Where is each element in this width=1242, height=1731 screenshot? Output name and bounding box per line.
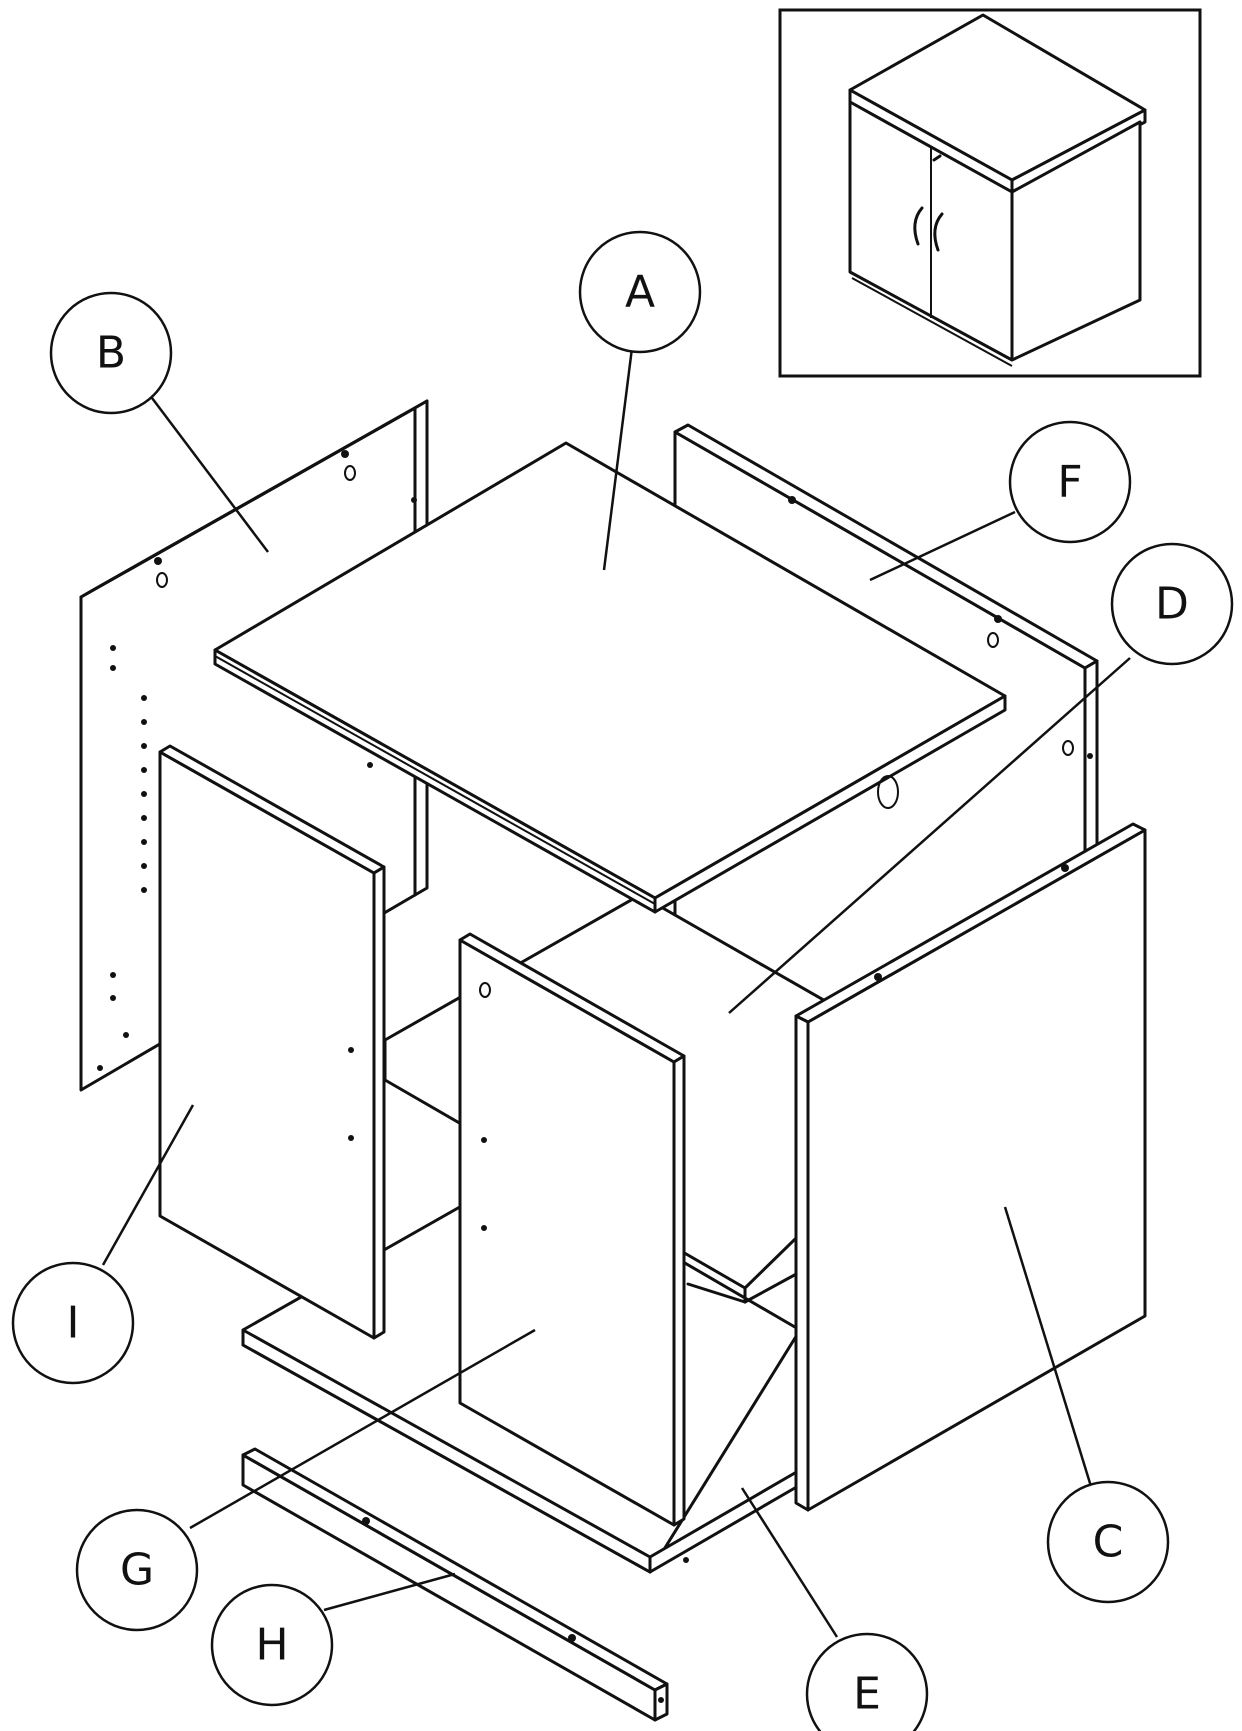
callout-g-label: G	[120, 1545, 154, 1596]
panel-c-right-side	[794, 822, 1147, 1512]
callout-i: I	[11, 1261, 135, 1385]
callout-e: E	[805, 1632, 929, 1731]
callout-b-label: B	[96, 328, 126, 379]
callout-h-label: H	[255, 1620, 288, 1671]
callout-f-label: F	[1057, 457, 1082, 508]
leader-lines	[101, 347, 1131, 1638]
callout-h: H	[210, 1583, 334, 1707]
panel-i-left-door	[158, 744, 386, 1340]
callout-c-label: C	[1093, 1517, 1124, 1568]
callout-b: B	[49, 291, 173, 415]
callout-f: F	[1008, 420, 1132, 544]
callout-a-label: A	[625, 267, 655, 318]
callout-c: C	[1046, 1480, 1170, 1604]
shelf-pin-holes	[97, 645, 373, 1071]
callout-i-label: I	[67, 1298, 80, 1349]
callout-e-label: E	[853, 1669, 881, 1720]
callout-d: D	[1110, 542, 1234, 666]
callout-g: G	[75, 1508, 199, 1632]
panel-a-top	[213, 441, 1007, 914]
panel-g-right-door	[458, 932, 686, 1527]
callouts: A B C D E F G H	[11, 230, 1234, 1731]
callout-a: A	[578, 230, 702, 354]
panel-h-plinth	[241, 1447, 669, 1722]
assembled-cabinet-inset	[778, 8, 1202, 378]
callout-d-label: D	[1155, 579, 1189, 630]
